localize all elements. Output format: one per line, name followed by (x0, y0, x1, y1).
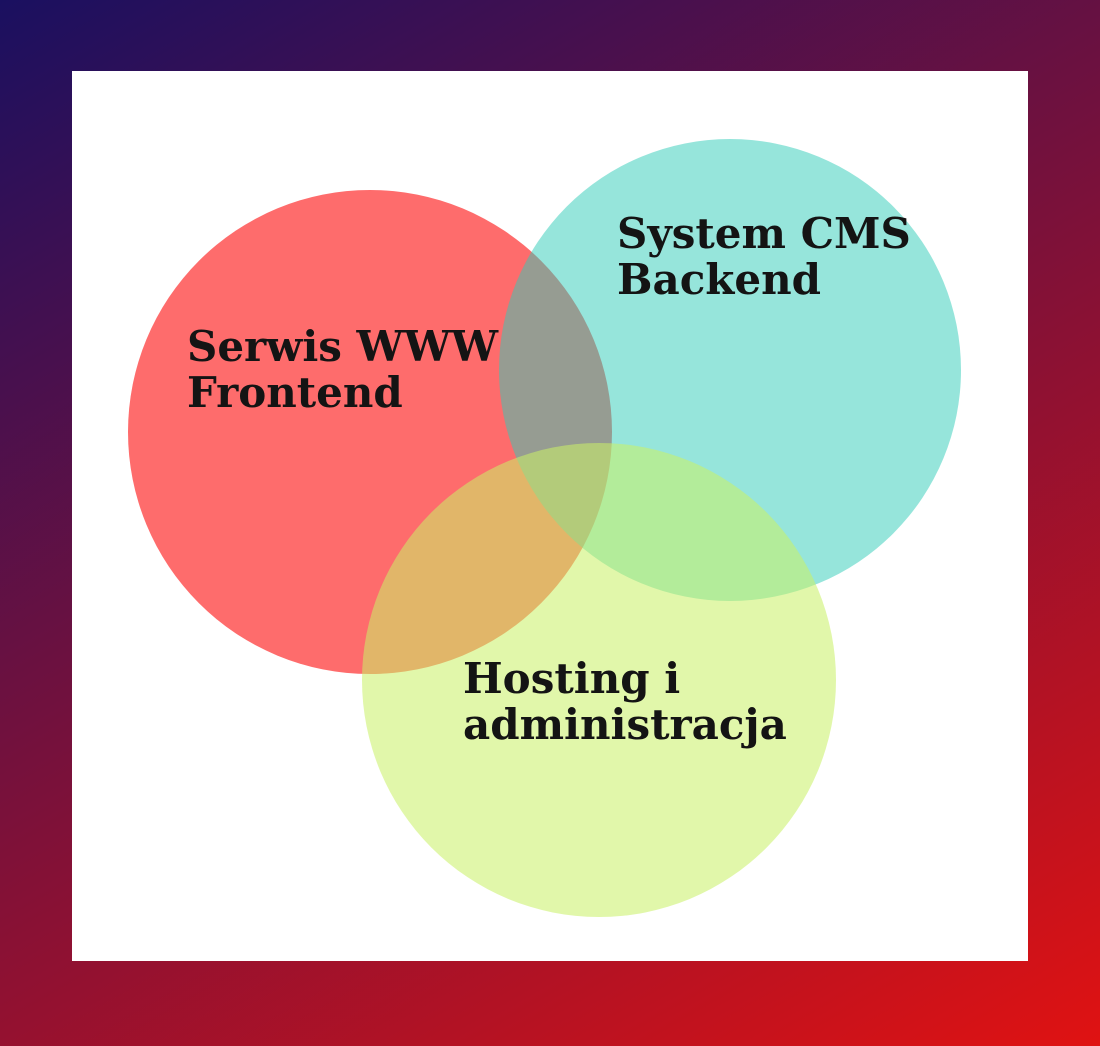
diagram-canvas: Serwis WWW Frontend System CMS Backend H… (72, 71, 1028, 961)
venn-label-backend: System CMS Backend (617, 209, 911, 305)
venn-label-frontend: Serwis WWW Frontend (187, 322, 499, 418)
venn-circle-hosting (362, 443, 836, 917)
venn-label-hosting: Hosting i administracja (463, 654, 787, 750)
